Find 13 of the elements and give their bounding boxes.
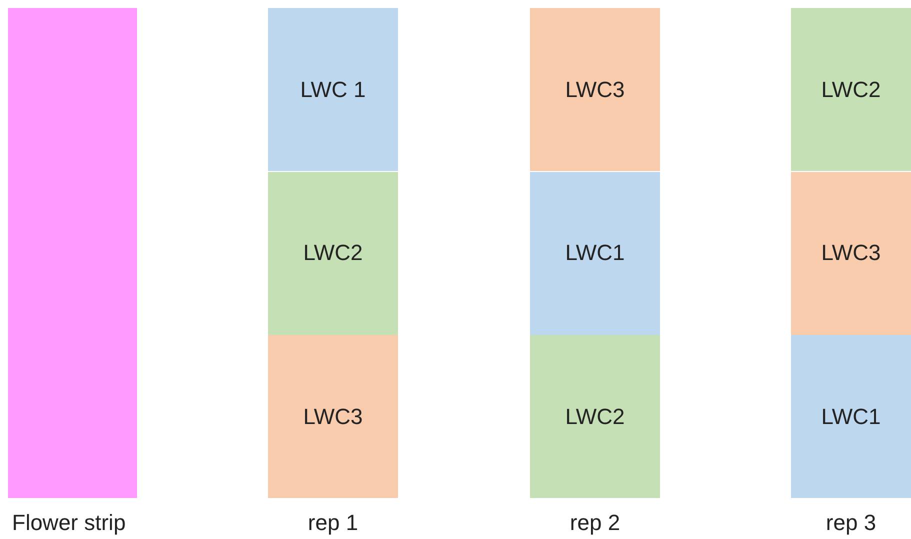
- treatment-plot: LWC 1: [268, 8, 398, 171]
- column-label: rep 2: [570, 510, 620, 536]
- treatment-plot: LWC3: [791, 172, 911, 334]
- treatment-plot: LWC2: [791, 8, 911, 171]
- treatment-plot: LWC3: [268, 335, 398, 498]
- treatment-plot: LWC1: [530, 172, 660, 334]
- treatment-plot: LWC2: [268, 172, 398, 334]
- treatment-plot: LWC1: [791, 335, 911, 498]
- column-label: rep 1: [308, 510, 358, 536]
- column-label: Flower strip: [12, 510, 126, 536]
- column-label: rep 3: [826, 510, 876, 536]
- treatment-plot: LWC3: [530, 8, 660, 171]
- treatment-plot: LWC2: [530, 335, 660, 498]
